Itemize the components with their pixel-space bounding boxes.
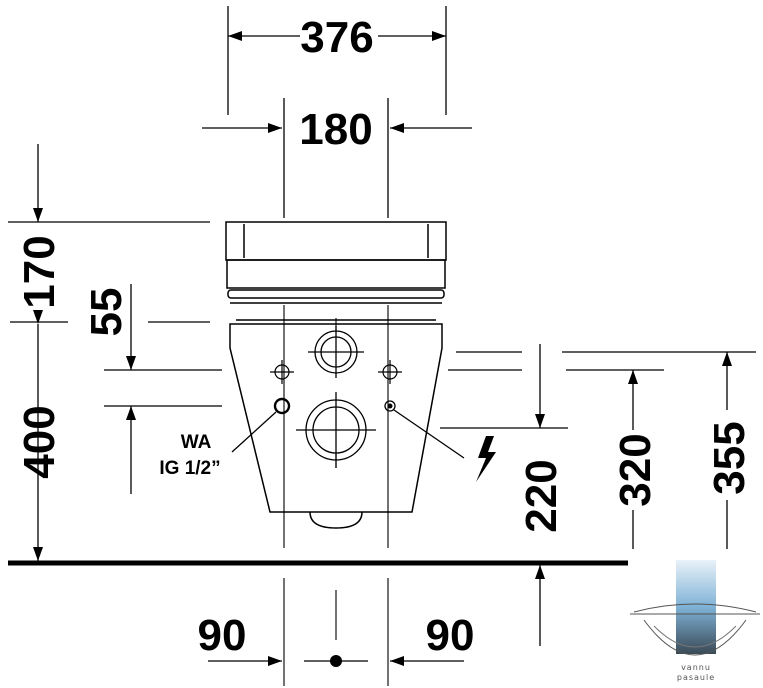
- water-connection-label: WA: [181, 432, 212, 453]
- dimension-seat-width: [202, 98, 472, 218]
- dimension-offset-right-label: 90: [426, 611, 475, 660]
- dimension-seat-width-label: 180: [299, 105, 372, 154]
- center-point-icon: [330, 655, 342, 667]
- watermark-text-line2: pasaule: [677, 673, 715, 682]
- dimension-seat-gap-label: 55: [82, 288, 131, 337]
- electrical-bolt-icon: [476, 436, 496, 482]
- dimension-offset-left-label: 90: [198, 611, 247, 660]
- water-connection-icon: [231, 397, 291, 453]
- drain-connection-icon: [308, 326, 364, 378]
- dimension-right-stack: [440, 344, 756, 646]
- dimension-total-width: [227, 6, 447, 115]
- dimension-inlet-height-label: 220: [517, 459, 566, 532]
- dimension-mount-height-label: 400: [15, 405, 64, 478]
- watermark-text-line1: vannu: [681, 663, 711, 672]
- dimension-seat-height-label: 170: [15, 235, 64, 308]
- dimension-outlet-height-label: 320: [611, 433, 660, 506]
- outlet-circle-icon: [296, 392, 376, 468]
- watermark-logo: [630, 560, 760, 656]
- dimension-top-height-label: 355: [705, 421, 754, 494]
- electrical-connection-point: [384, 400, 465, 459]
- fixing-points: [270, 360, 402, 384]
- dimension-total-width-label: 376: [300, 13, 373, 62]
- dimension-left-stack: [8, 144, 222, 561]
- thread-size-label: IG 1/2”: [159, 458, 220, 479]
